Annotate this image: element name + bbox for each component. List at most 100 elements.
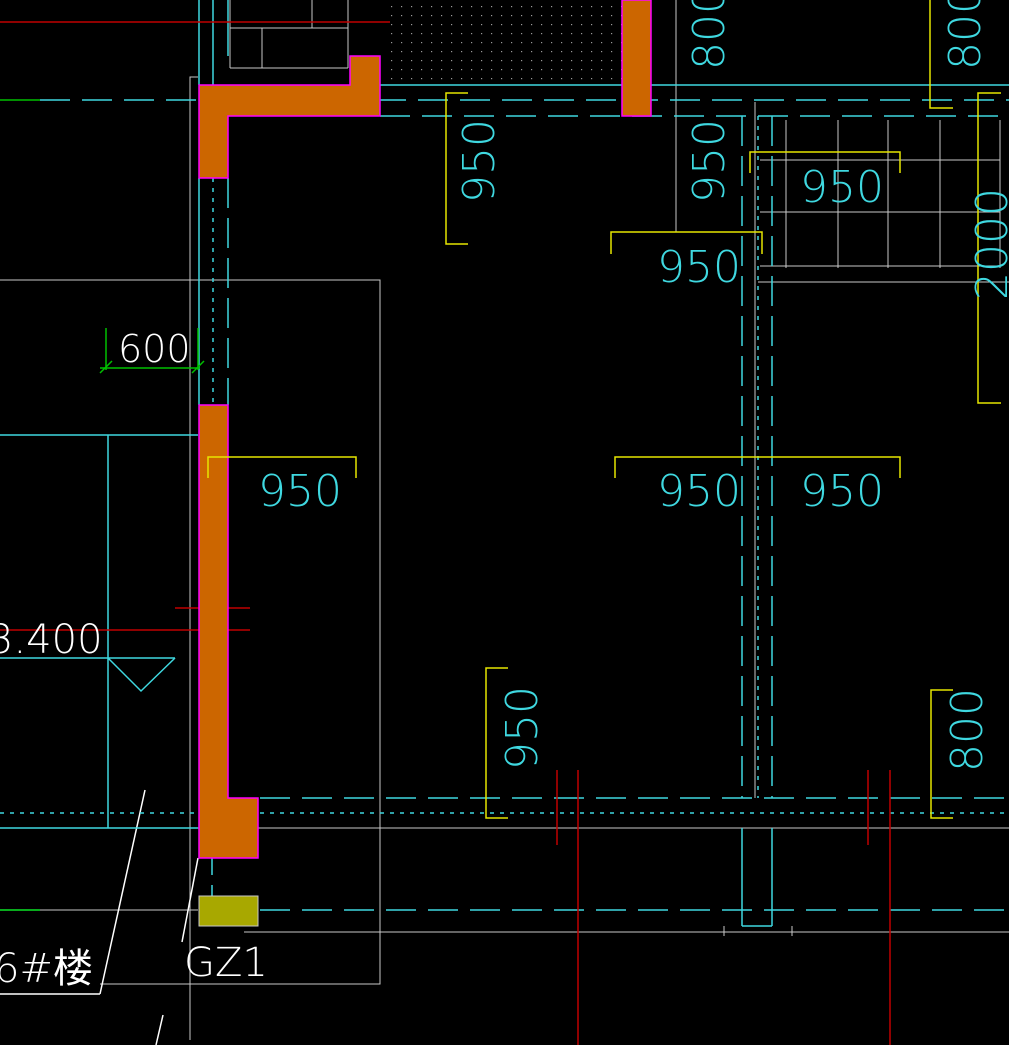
column-label-gz1[interactable]: GZ1 — [184, 940, 268, 986]
building-label: 6#楼 — [0, 946, 93, 992]
hatch-dot — [521, 51, 523, 53]
hatch-dot — [391, 6, 393, 8]
hatch-dot — [591, 69, 593, 71]
hatch-dot — [391, 60, 393, 62]
hatch-dot — [561, 51, 563, 53]
hatch-dot — [601, 24, 603, 26]
hatch-dot — [531, 69, 533, 71]
hatch-dot — [401, 60, 403, 62]
hatch-dot — [431, 33, 433, 35]
hatch-dot — [571, 60, 573, 62]
hatch-dot — [441, 60, 443, 62]
hatch-dot — [571, 33, 573, 35]
hatch-dot — [431, 51, 433, 53]
hatch-dot — [541, 60, 543, 62]
hatch-dot — [561, 6, 563, 8]
hatch-dot — [541, 78, 543, 80]
hatch-dot — [611, 78, 613, 80]
hatch-dot — [531, 33, 533, 35]
wall-top-stub — [621, 0, 652, 117]
hatch-dot — [491, 24, 493, 26]
hatch-dot — [611, 24, 613, 26]
hatch-dot — [501, 78, 503, 80]
hatch-dot — [421, 51, 423, 53]
hatch-dot — [461, 69, 463, 71]
hatch-dot — [571, 78, 573, 80]
hatch-dot — [541, 6, 543, 8]
hatch-dot — [541, 51, 543, 53]
hatch-dot — [611, 6, 613, 8]
hatch-dot — [411, 33, 413, 35]
dim-950-top-mid: 950 — [657, 242, 741, 293]
hatch-dot — [601, 60, 603, 62]
hatch-dot — [441, 51, 443, 53]
hatch-dot — [561, 69, 563, 71]
hatch-dot — [431, 78, 433, 80]
hatch-dot — [421, 15, 423, 17]
hatch-dot — [611, 33, 613, 35]
hatch-dot — [411, 60, 413, 62]
hatch-dot — [511, 6, 513, 8]
hatch-dot — [421, 78, 423, 80]
hatch-dot — [461, 60, 463, 62]
hatch-dot — [511, 51, 513, 53]
hatch-dot — [411, 42, 413, 44]
building-leader — [0, 789, 199, 1045]
hatch-dot — [391, 51, 393, 53]
hatch-dot — [491, 33, 493, 35]
hatch-dot — [491, 60, 493, 62]
hatch-dot — [601, 6, 603, 8]
hatch-dot — [421, 69, 423, 71]
hatch-dot — [521, 15, 523, 17]
hatch-dot — [461, 6, 463, 8]
hatch-dot — [471, 60, 473, 62]
hatch-dot — [481, 78, 483, 80]
hatch-dot — [591, 78, 593, 80]
dim-800-bottom-right: 800 — [942, 688, 993, 772]
hatch-dot — [441, 33, 443, 35]
hatch-dot — [451, 24, 453, 26]
hatch-dot — [581, 42, 583, 44]
hatch-dot — [561, 42, 563, 44]
hatch-dot — [591, 60, 593, 62]
hatch-dot — [601, 33, 603, 35]
hatch-dot — [441, 15, 443, 17]
hatch-dot — [401, 33, 403, 35]
hatch-dot — [511, 60, 513, 62]
hatch-dot — [471, 24, 473, 26]
hatch-dot — [551, 24, 553, 26]
hatch-dot — [581, 60, 583, 62]
hatch-dot — [441, 78, 443, 80]
hatch-dot — [491, 69, 493, 71]
hatch-dot — [581, 24, 583, 26]
hatch-dot — [531, 78, 533, 80]
hatch-dot — [521, 78, 523, 80]
hatch-dot — [521, 33, 523, 35]
hatch-dot — [591, 51, 593, 53]
hatch-dot — [471, 33, 473, 35]
hatch-dot — [581, 33, 583, 35]
elevation-marker — [0, 657, 176, 693]
hatch-area — [380, 0, 623, 85]
hatch-dot — [391, 78, 393, 80]
walls — [198, 0, 652, 859]
hatch-dot — [561, 24, 563, 26]
hatch-dot — [431, 15, 433, 17]
hatch-dot — [521, 60, 523, 62]
column-gz1[interactable] — [198, 895, 259, 927]
hatch-dot — [461, 78, 463, 80]
hatch-dot — [531, 15, 533, 17]
hatch-dot — [391, 33, 393, 35]
hatch-dot — [411, 78, 413, 80]
hatch-dot — [411, 24, 413, 26]
hatch-dot — [501, 69, 503, 71]
hatch-dot — [581, 69, 583, 71]
hatch-dot — [471, 15, 473, 17]
hatch-dot — [561, 78, 563, 80]
hatch-dot — [401, 24, 403, 26]
hatch-dot — [611, 15, 613, 17]
dim-950-middle-right: 950 — [800, 466, 884, 517]
dim-950-middle-left: 950 — [258, 466, 342, 517]
dim-800-top-b: 800 — [940, 0, 991, 70]
